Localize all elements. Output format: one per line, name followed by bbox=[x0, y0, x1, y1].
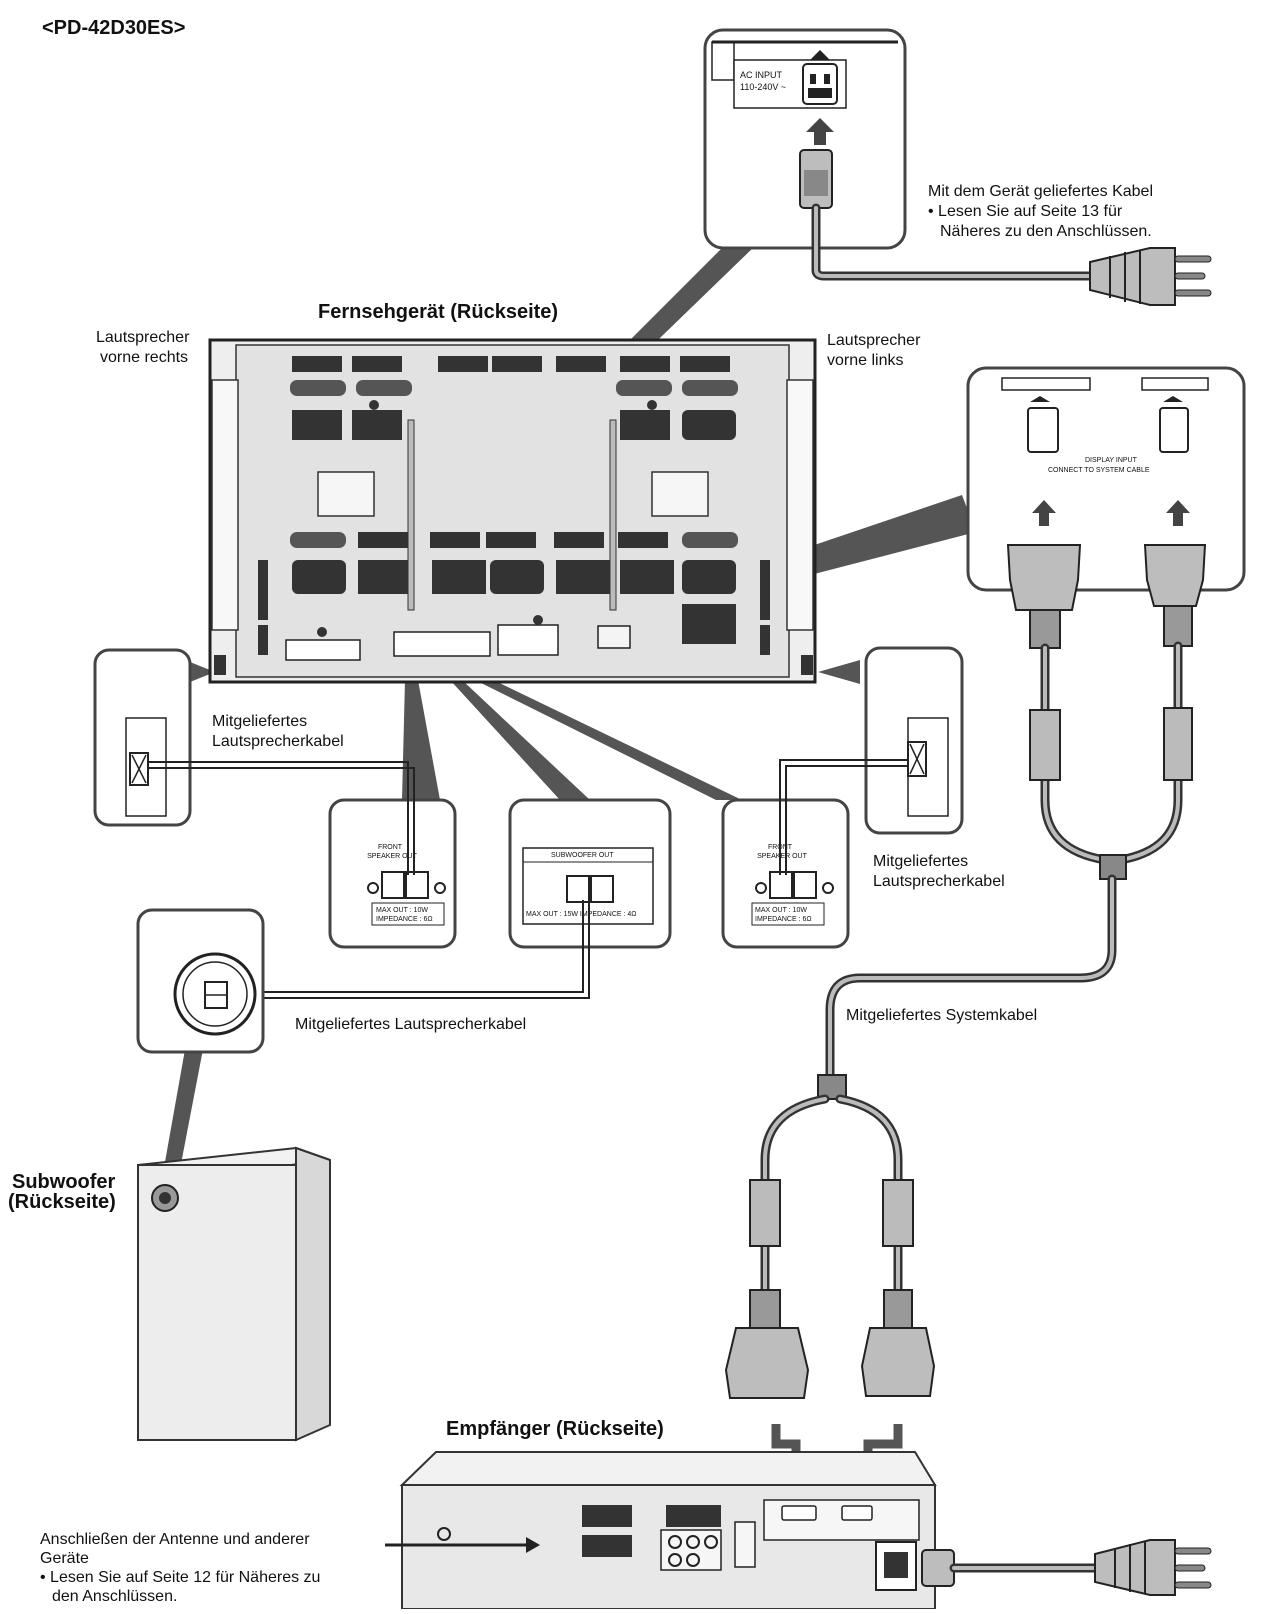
tv-rear-panel bbox=[208, 338, 817, 684]
speaker-left-terminal bbox=[801, 655, 813, 675]
front-right-max-out: MAX OUT : 10W bbox=[376, 907, 428, 914]
front-right-impedance: IMPEDANCE : 6Ω bbox=[376, 916, 433, 923]
system-cable-lower bbox=[724, 1074, 936, 1498]
speaker-left-label: Lautsprecher bbox=[827, 332, 921, 349]
speaker-cable-left-label-2: Lautsprecherkabel bbox=[212, 733, 344, 750]
front-left-max-out: MAX OUT : 10W bbox=[755, 907, 807, 914]
display-input-port-2 bbox=[1159, 407, 1189, 453]
antenna-note-2: Geräte bbox=[40, 1550, 89, 1567]
model-title: <PD-42D30ES> bbox=[42, 17, 185, 39]
beam-subwoofer-out bbox=[450, 680, 590, 800]
receiver-title: Empfänger (Rückseite) bbox=[446, 1418, 664, 1440]
beam-front-left bbox=[475, 676, 742, 800]
beam-subwoofer bbox=[160, 1044, 204, 1190]
beam-speaker-right bbox=[185, 660, 215, 684]
ac-arrow-icon bbox=[806, 118, 834, 145]
receiver-plug-2 bbox=[860, 1327, 936, 1397]
power-cable-label: Mit dem Gerät geliefertes Kabel bbox=[928, 183, 1153, 200]
subwoofer-subtitle: (Rückseite) bbox=[8, 1191, 116, 1213]
antenna-note-3: • Lesen Sie auf Seite 12 für Näheres zu bbox=[40, 1569, 320, 1586]
antenna-arrow-icon bbox=[385, 1537, 540, 1553]
sub-out-spec: MAX OUT : 15W IMPEDANCE : 4Ω bbox=[526, 911, 637, 918]
ac-input-callout: AC INPUT 110-240V ~ bbox=[703, 28, 907, 250]
power-cable-note-2: Näheres zu den Anschlüssen. bbox=[940, 223, 1152, 240]
front-speaker-out-right: FRONT SPEAKER OUT MAX OUT : 10W IMPEDANC… bbox=[328, 798, 457, 949]
subwoofer-callout bbox=[136, 908, 265, 1054]
ferrite-core-2 bbox=[1163, 707, 1193, 781]
subwoofer-out-panel: SUBWOOFER OUT MAX OUT : 15W IMPEDANCE : … bbox=[508, 798, 672, 949]
front-left-impedance: IMPEDANCE : 6Ω bbox=[755, 916, 812, 923]
system-cable-label: Mitgeliefertes Systemkabel bbox=[846, 1007, 1037, 1024]
sub-out-title: SUBWOOFER OUT bbox=[551, 852, 614, 859]
ferrite-core-1 bbox=[1029, 709, 1061, 781]
antenna-note: Anschließen der Antenne und anderer bbox=[40, 1531, 310, 1548]
front-left-speaker bbox=[786, 379, 814, 631]
front-right-subtitle: SPEAKER OUT bbox=[367, 853, 418, 860]
receiver-power-cable bbox=[921, 1539, 1212, 1596]
display-arrow-1-icon bbox=[1032, 500, 1056, 526]
speaker-cable-right-label: Mitgeliefertes bbox=[873, 853, 968, 870]
speaker-left-label-2: vorne links bbox=[827, 352, 903, 369]
front-left-subtitle: SPEAKER OUT bbox=[757, 853, 808, 860]
speaker-right-label-2: vorne rechts bbox=[100, 349, 188, 366]
system-cable-upper bbox=[825, 605, 1193, 1080]
speaker-right-label: Lautsprecher bbox=[96, 329, 190, 346]
display-plug-2 bbox=[1143, 544, 1207, 607]
display-arrow-2-icon bbox=[1166, 500, 1190, 526]
antenna-note-4: den Anschlüssen. bbox=[52, 1588, 177, 1605]
receiver-plug-1 bbox=[724, 1327, 810, 1399]
display-input-port-1 bbox=[1027, 407, 1059, 453]
beam-speaker-left bbox=[818, 660, 860, 684]
ac-input-label: AC INPUT bbox=[740, 70, 783, 80]
subwoofer-cable-label: Mitgeliefertes Lautsprecherkabel bbox=[295, 1016, 526, 1033]
tv-ac-inlet bbox=[285, 639, 361, 661]
speaker-left-callout bbox=[864, 646, 964, 835]
receiver-scart-1 bbox=[582, 1505, 632, 1527]
mains-plug-icon bbox=[1089, 247, 1212, 306]
speaker-cable-left-label: Mitgeliefertes bbox=[212, 713, 307, 730]
speaker-right-callout bbox=[93, 648, 192, 827]
receiver-scart-3 bbox=[666, 1505, 721, 1527]
speaker-cable-right-label-2: Lautsprecherkabel bbox=[873, 873, 1005, 890]
power-cable-note: • Lesen Sie auf Seite 13 für bbox=[928, 203, 1123, 220]
front-right-title: FRONT bbox=[378, 844, 403, 851]
display-input-sublabel: CONNECT TO SYSTEM CABLE bbox=[1048, 467, 1150, 474]
display-input-label: DISPLAY INPUT bbox=[1085, 457, 1138, 464]
ac-input-voltage: 110-240V ~ bbox=[740, 82, 786, 92]
display-plug-1 bbox=[1006, 544, 1082, 611]
receiver-unit bbox=[399, 1451, 937, 1610]
speaker-right-terminal bbox=[214, 655, 226, 675]
front-right-speaker bbox=[211, 379, 239, 631]
subwoofer-title: Subwoofer bbox=[12, 1171, 116, 1193]
tv-speaker-terminals bbox=[393, 631, 491, 657]
tv-display-input bbox=[497, 624, 559, 656]
display-input-callout: DISPLAY INPUT CONNECT TO SYSTEM CABLE bbox=[966, 366, 1246, 611]
beam-front-right bbox=[402, 680, 440, 800]
receiver-scart-2 bbox=[582, 1535, 632, 1557]
tv-vents bbox=[258, 356, 770, 655]
speaker-wires bbox=[148, 759, 908, 999]
receiver-mains-plug-icon bbox=[1094, 1539, 1176, 1596]
subwoofer-unit bbox=[137, 1146, 331, 1442]
tv-title: Fernsehgerät (Rückseite) bbox=[318, 301, 558, 323]
